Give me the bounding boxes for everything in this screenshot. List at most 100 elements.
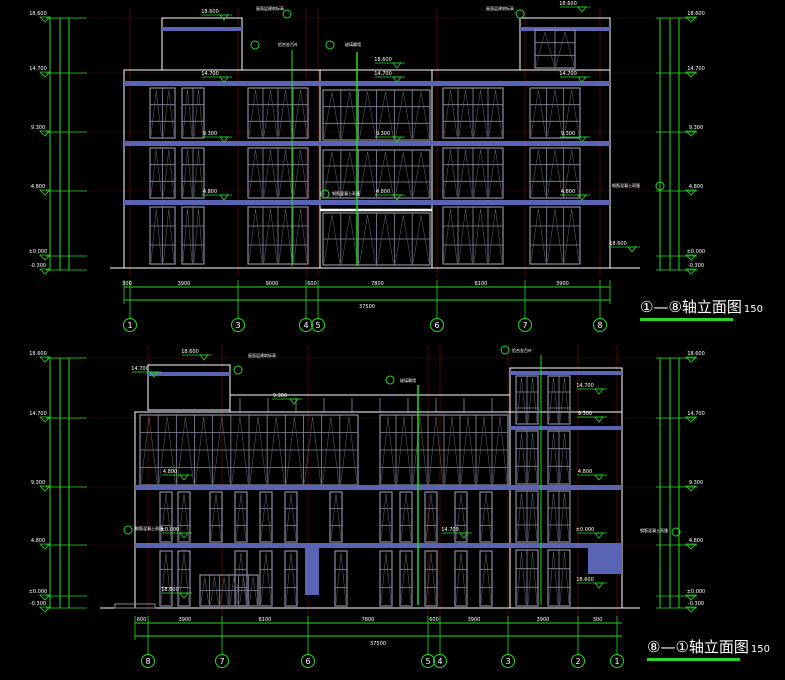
axis-bubble: [299, 318, 313, 332]
dimension-label: 9000: [266, 281, 279, 287]
opening-mark: [559, 551, 570, 605]
opening-mark: [400, 552, 412, 605]
dimension-label: 300: [122, 281, 132, 287]
opening-mark: [443, 149, 458, 197]
opening-mark: [548, 551, 559, 605]
opening-mark: [248, 89, 263, 137]
level-triangle: [149, 371, 159, 378]
level-label: 4.800: [31, 184, 45, 190]
level-mark: ±0.000: [576, 527, 595, 533]
level-triangle: [199, 354, 209, 361]
level-mark: 18.600: [609, 241, 627, 247]
opening-mark: [458, 89, 473, 137]
opening-mark: [210, 576, 219, 605]
axis-bubble: [430, 318, 444, 332]
level-triangle: [219, 76, 229, 83]
window-frame: [209, 491, 223, 543]
opening-mark: [263, 89, 278, 137]
title-underline: [640, 318, 733, 321]
level-label: ±0.000: [687, 589, 706, 595]
opening-mark: [330, 493, 342, 541]
dimension-total: 37500: [370, 641, 386, 647]
opening-mark: [480, 552, 492, 605]
dimension-label: 3900: [537, 617, 550, 623]
opening-mark: [235, 493, 247, 541]
window-frame: [479, 491, 493, 543]
floor-slab: [135, 485, 622, 490]
level-label: 9.300: [689, 480, 703, 486]
note-label: 钢筋混凝土雨篷: [640, 527, 668, 533]
opening-mark: [163, 208, 175, 263]
note-label: 屋面层建筑标高: [486, 5, 514, 11]
opening-mark: [473, 149, 488, 197]
level-triangle: [39, 16, 51, 23]
level-label: ±0.000: [687, 249, 706, 255]
note-label: 钢筋混凝土雨篷: [135, 525, 163, 531]
level-label: -0.300: [30, 601, 46, 607]
opening-mark: [527, 492, 538, 541]
opening-mark: [559, 432, 570, 483]
opening-mark: [278, 89, 293, 137]
opening-mark: [377, 151, 394, 197]
level-label: 18.600: [29, 11, 47, 17]
level-triangle: [39, 71, 51, 78]
window-frame: [284, 491, 298, 543]
level-triangle: [39, 356, 51, 363]
opening-mark: [530, 89, 546, 137]
dimension-label: 3900: [556, 281, 569, 287]
opening-mark: [488, 149, 503, 197]
level-label: 18.600: [29, 351, 47, 357]
roof-tower-box: [519, 17, 611, 71]
level-mark: 14.700: [559, 71, 577, 77]
level-triangle: [685, 254, 697, 261]
level-triangle: [577, 194, 587, 201]
level-triangle: [39, 130, 51, 137]
opening-mark: [396, 416, 412, 484]
level-triangle: [39, 485, 51, 492]
opening-mark: [285, 552, 297, 605]
axis-bubble: [301, 654, 315, 668]
window-frame: [454, 491, 468, 543]
note-label: 屋面层建筑标高: [248, 352, 276, 358]
level-triangle: [594, 582, 604, 589]
axis-bubble: [421, 654, 435, 668]
opening-mark: [488, 208, 503, 263]
axis-label: 8: [597, 321, 602, 330]
window-frame: [234, 491, 248, 543]
level-mark: 14.700: [374, 71, 392, 77]
level-triangle: [594, 532, 604, 539]
opening-mark: [193, 149, 204, 197]
level-triangle: [685, 416, 697, 423]
opening-mark: [340, 416, 358, 484]
level-triangle: [685, 71, 697, 78]
window-frame: [379, 550, 393, 607]
opening-mark: [443, 89, 458, 137]
level-mark: 9.300: [273, 393, 287, 399]
column-cladding: [305, 545, 319, 595]
opening-mark: [425, 493, 437, 541]
axis-bubble: [610, 654, 624, 668]
window-frame: [529, 87, 581, 139]
opening-mark: [163, 89, 175, 137]
opening-mark: [547, 149, 563, 197]
level-triangle: [685, 356, 697, 363]
opening-mark: [341, 91, 358, 139]
level-mark: 9.300: [561, 131, 575, 137]
level-triangle: [39, 416, 51, 423]
axis-label: 4: [437, 657, 442, 666]
opening-mark: [249, 416, 267, 484]
level-triangle: [39, 254, 51, 261]
opening-mark: [359, 91, 376, 139]
level-triangle: [392, 136, 402, 143]
detail-bubble: [233, 365, 243, 375]
window-frame: [529, 206, 581, 265]
level-mark: 9.300: [578, 411, 592, 417]
opening-mark: [293, 208, 308, 263]
title-scale: 150: [743, 304, 763, 315]
level-mark: 4.800: [163, 469, 177, 475]
opening-mark: [210, 493, 222, 541]
window-frame: [159, 550, 173, 607]
opening-mark: [564, 89, 580, 137]
level-triangle: [459, 532, 469, 539]
dimension-label: 300: [593, 617, 603, 623]
